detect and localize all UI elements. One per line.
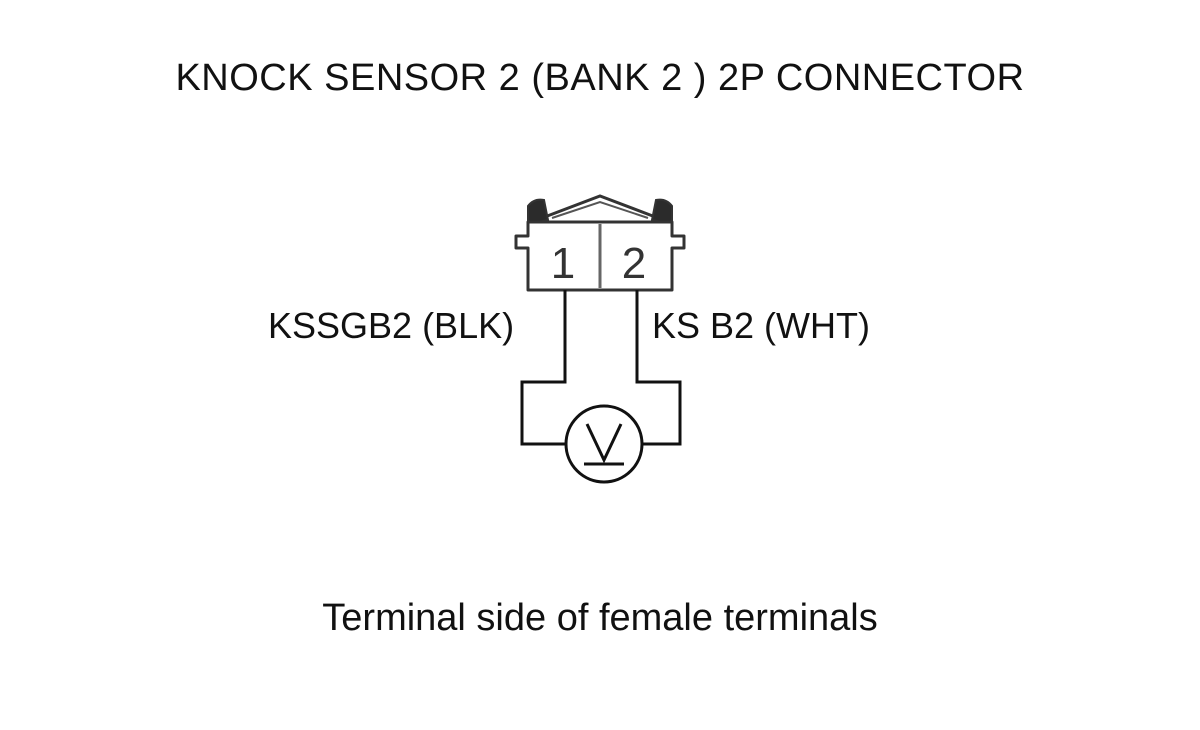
pin-2-number: 2 <box>622 239 646 288</box>
wire-pin-2 <box>635 290 682 446</box>
connector-latch <box>541 194 659 220</box>
connector-latch-inner <box>551 200 649 219</box>
pin-1-wire-label: KSSGB2 (BLK) <box>268 305 515 346</box>
wire-pin-1 <box>520 290 567 446</box>
pin-2-wire-label: KS B2 (WHT) <box>652 305 871 346</box>
connector-right-tab <box>650 198 673 226</box>
connector-2p: 1 2 <box>514 194 686 292</box>
connector-left-tab <box>527 198 550 226</box>
diagram-title: KNOCK SENSOR 2 (BANK 2 ) 2P CONNECTOR <box>175 57 1025 99</box>
voltmeter-icon <box>564 404 644 484</box>
pin-1-number: 1 <box>551 239 575 288</box>
diagram-caption: Terminal side of female terminals <box>322 597 878 639</box>
